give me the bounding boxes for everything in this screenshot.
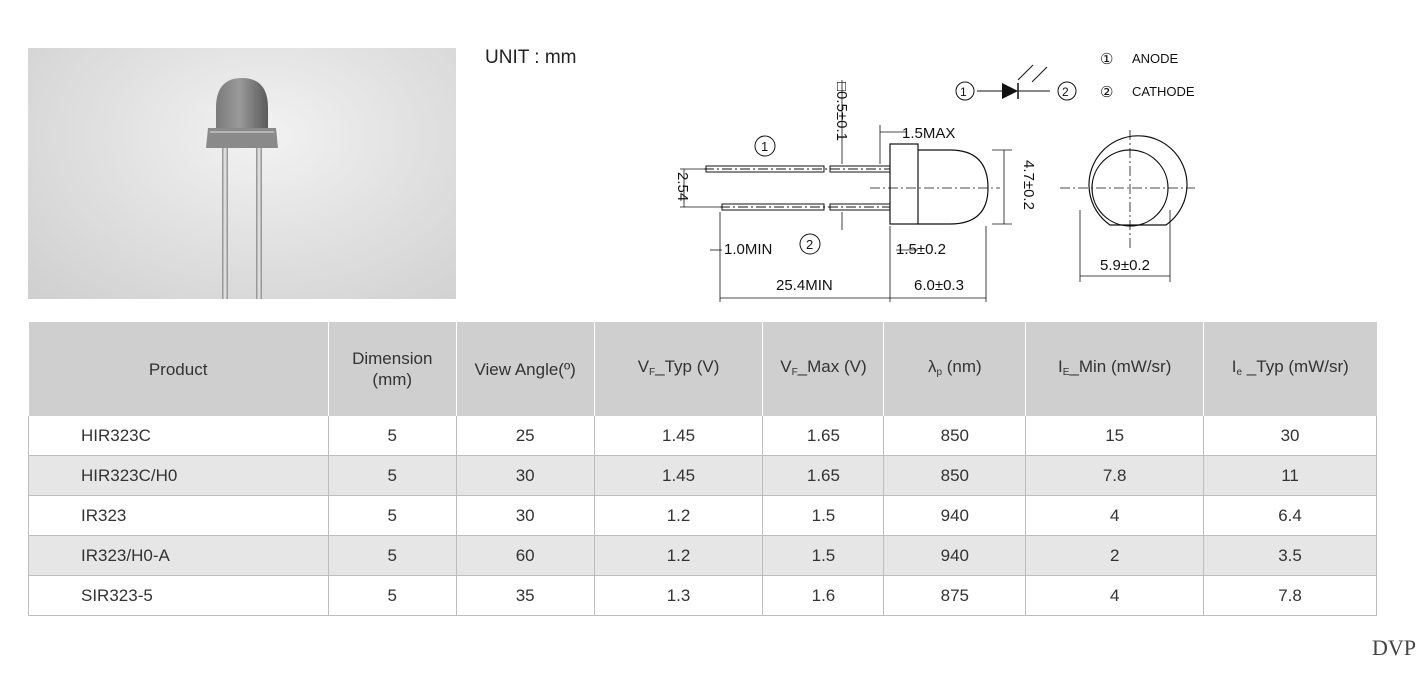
cell: 35 (455, 575, 595, 616)
cell: 25 (455, 416, 595, 456)
pin-label-cathode: CATHODE (1132, 84, 1195, 99)
footer-mark: DVP (1371, 635, 1416, 660)
svg-text:2: 2 (1062, 85, 1069, 99)
unit-label: UNIT : mm (485, 47, 577, 68)
header-view-angle: View Angle(º) (455, 322, 595, 416)
cell: 6.4 (1203, 495, 1377, 536)
cell: 30 (455, 455, 595, 496)
header-dimension: Dimension(mm) (327, 322, 457, 416)
cell: 1.2 (593, 495, 763, 536)
dim-body-diameter: 4.7±0.2 (1020, 160, 1037, 210)
end-view (1060, 130, 1195, 250)
header-vf-typ: VF_Typ (V) (593, 322, 763, 416)
pin-legend: ① ANODE ② CATHODE (1100, 51, 1195, 101)
dimension-lines (680, 80, 1171, 302)
cell: 940 (883, 495, 1026, 536)
led-image (206, 78, 278, 299)
cell: 2 (1025, 535, 1204, 576)
cell: 1.65 (762, 416, 884, 456)
dimension-drawing: 1 2 ① ANODE ② CATHODE (674, 51, 1195, 302)
dim-flange-diameter: 5.9±0.2 (1100, 257, 1150, 274)
dim-flange-thickness: 1.5±0.2 (896, 241, 946, 258)
cell: 15 (1025, 416, 1204, 456)
leads (704, 165, 891, 211)
cell: 30 (1203, 416, 1377, 456)
cell: 1.2 (593, 535, 763, 576)
pin-num-1: ① (1100, 51, 1113, 68)
cell: 850 (883, 455, 1026, 496)
dim-body-length: 6.0±0.3 (914, 277, 964, 294)
spec-table: Product Dimension(mm) View Angle(º) VF_T… (28, 322, 1377, 616)
pin-label-anode: ANODE (1132, 51, 1179, 66)
cell: 4 (1025, 495, 1204, 536)
cell: 5 (327, 575, 457, 616)
dim-lead-length: 25.4MIN (776, 277, 833, 294)
cell-product: IR323/H0-A (28, 535, 329, 576)
cell: 5 (327, 535, 457, 576)
svg-text:1: 1 (761, 139, 768, 154)
cell: 1.45 (593, 416, 763, 456)
pin-num-2: ② (1100, 84, 1113, 101)
led-body-outline (870, 143, 1000, 225)
cell: 30 (455, 495, 595, 536)
svg-text:2: 2 (806, 237, 813, 252)
cell-product: SIR323-5 (28, 575, 329, 616)
cell: 1.45 (593, 455, 763, 496)
header-vf-max: VF_Max (V) (762, 322, 884, 416)
diode-symbol: 1 2 (955, 64, 1077, 101)
header-ie-min: IE_Min (mW/sr) (1025, 322, 1204, 416)
cell: 875 (883, 575, 1026, 616)
cell-product: HIR323C/H0 (28, 455, 329, 496)
cell: 5 (327, 416, 457, 456)
cell: 7.8 (1203, 575, 1377, 616)
cell: 5 (327, 455, 457, 496)
cell: 1.5 (762, 535, 884, 576)
cell: 850 (883, 416, 1026, 456)
svg-text:1: 1 (960, 85, 967, 99)
table-header-row: Product Dimension(mm) View Angle(º) VF_T… (28, 322, 1377, 416)
cell: 1.3 (593, 575, 763, 616)
product-photo (28, 48, 456, 299)
header-wavelength: λp (nm) (883, 322, 1026, 416)
cell: 60 (455, 535, 595, 576)
cell: 940 (883, 535, 1026, 576)
cell-product: IR323 (28, 495, 329, 536)
cell: 7.8 (1025, 455, 1204, 496)
cell: 4 (1025, 575, 1204, 616)
dim-flange: 1.5MAX (902, 125, 955, 142)
header-product: Product (28, 322, 329, 416)
header-ie-typ: Ie _Typ (mW/sr) (1203, 322, 1377, 416)
cell-product: HIR323C (28, 416, 329, 456)
dim-pitch: 2.54 (674, 172, 691, 201)
cell: 1.65 (762, 455, 884, 496)
cell: 5 (327, 495, 457, 536)
cell: 1.6 (762, 575, 884, 616)
cell: 11 (1203, 455, 1377, 496)
cell: 3.5 (1203, 535, 1377, 576)
dim-lead-min: 1.0MIN (724, 241, 772, 258)
cell: 1.5 (762, 495, 884, 536)
dim-lead-square: □0.5±0.1 (833, 82, 850, 141)
